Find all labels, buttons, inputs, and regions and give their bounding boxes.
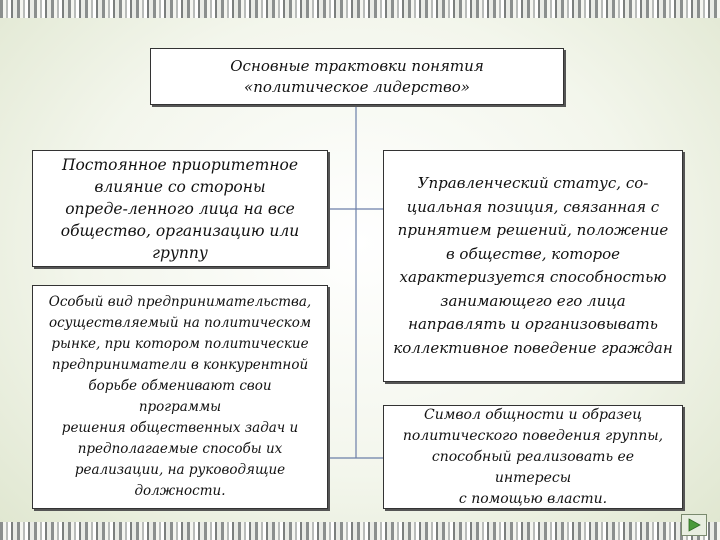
text-line: Символ общности и образец [424,406,642,423]
text-line: направлять и организовывать [408,315,658,333]
text-line: влияние со стороны [94,177,266,196]
next-slide-button[interactable] [681,514,707,536]
diagram-title-box: Основные трактовки понятия «политическое… [150,48,564,105]
definition-text: Особый вид предпринимательства, осуществ… [47,292,313,502]
bottom-stripe-border [0,522,720,540]
text-line: предполагаемые способы их [77,441,283,457]
text-line: способный реализовать ее интересы [431,448,635,486]
definition-box-influence: Постоянное приоритетное влияние со сторо… [32,150,328,267]
text-line: в обществе, которое [445,244,621,263]
text-line: предприниматели в конкурентной [51,357,309,373]
text-line: опреде-ленного лица на все [65,199,295,218]
text-line: осуществляемый на политическом [48,315,312,331]
text-line: группу [152,243,208,262]
text-line: решения общественных задач и [61,420,299,436]
text-line: с помощью власти. [458,490,608,507]
definition-box-symbol: Символ общности и образец политического … [383,405,683,509]
title-line: Основные трактовки понятия [230,56,484,75]
definition-box-management-status: Управленческий статус, со- циальная пози… [383,150,683,382]
text-line: борьбе обменивают свои программы [88,378,272,415]
play-arrow-icon [688,518,701,532]
text-line: Управленческий статус, со- [417,174,649,192]
text-line: циальная позиция, связанная с [406,197,660,216]
definition-box-entrepreneurship: Особый вид предпринимательства, осуществ… [32,285,328,509]
text-line: Особый вид предпринимательства, [48,294,312,310]
definition-text: Символ общности и образец политического … [396,405,670,510]
text-line: занимающего его лица [440,291,626,310]
text-line: реализации, на руководящие [74,462,286,478]
title-line: «политическое лидерство» [244,77,470,96]
top-stripe-border [0,0,720,18]
text-line: Постоянное приоритетное [61,155,299,174]
diagram-title: Основные трактовки понятия «политическое… [230,56,484,98]
text-line: общество, организацию или [60,221,300,240]
text-line: коллективное поведение граждан [393,338,673,357]
text-line: характеризуется способностью [399,268,667,286]
text-line: политического поведения группы, [402,427,664,444]
text-line: принятием решений, положение [397,221,669,239]
text-line: рынке, при котором политические [51,336,309,352]
definition-text: Постоянное приоритетное влияние со сторо… [61,154,300,264]
definition-text: Управленческий статус, со- циальная пози… [393,172,672,360]
text-line: должности. [134,483,226,499]
